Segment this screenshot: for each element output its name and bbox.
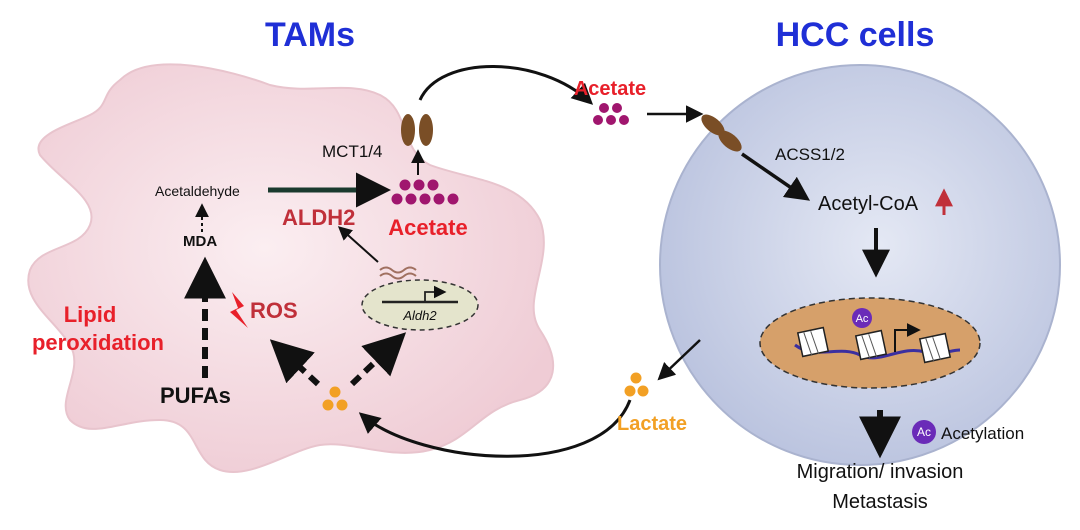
tams-title: TAMs xyxy=(265,16,355,54)
lactate-export-arrow xyxy=(657,339,701,381)
transcription-start-icon xyxy=(894,323,921,352)
pufas-label: PUFAs xyxy=(160,383,231,408)
mrna-icon xyxy=(379,266,417,274)
lactate-to-ros-arrow xyxy=(269,339,321,387)
mct-transporter xyxy=(401,114,433,146)
extracellular-acetate-dots xyxy=(593,103,629,125)
hcc-transporter xyxy=(701,114,742,152)
outcome-line-1: Migration/ invasion xyxy=(797,461,964,483)
mda-label: MDA xyxy=(183,233,217,250)
tam-cell-body xyxy=(27,63,554,473)
tam-acetate-dots xyxy=(391,179,459,205)
ac-mark-text: Ac xyxy=(856,313,869,325)
gene-to-aldh2-arrow xyxy=(337,226,379,263)
ros-label: ROS xyxy=(250,298,298,323)
acetyl-coa-label: Acetyl-CoA xyxy=(818,193,919,215)
mct-label: MCT1/4 xyxy=(322,142,382,161)
lipid-label-line1: Lipid xyxy=(64,302,117,327)
legend-ac-icon xyxy=(912,420,936,444)
nucleosome-2 xyxy=(854,329,888,361)
tam-lactate-dots xyxy=(322,386,348,411)
acss-reaction-arrow xyxy=(741,152,811,201)
ac-mark-icon xyxy=(852,308,872,328)
nucleosome-1 xyxy=(796,326,830,358)
legend-ac-badge: Ac xyxy=(917,425,931,439)
mrna-icon-2 xyxy=(379,272,417,280)
lactate-uptake-arrow xyxy=(358,399,632,458)
extracellular-lactate-label: Lactate xyxy=(617,413,687,435)
hcc-title: HCC cells xyxy=(776,16,935,54)
lipid-label-line2: peroxidation xyxy=(32,330,164,355)
acss-label: ACSS1/2 xyxy=(775,145,845,164)
outcome-line-2: Metastasis xyxy=(832,491,928,513)
acetaldehyde-label: Acetaldehyde xyxy=(155,183,240,199)
acetate-export-arrow xyxy=(418,65,594,105)
aldh2-promoter-icon xyxy=(424,285,447,302)
legend-label: Acetylation xyxy=(941,424,1024,443)
extracellular-acetate-label: Acetate xyxy=(574,78,646,100)
lactate-to-aldh2-gene-arrow xyxy=(349,332,407,387)
nucleosome-3 xyxy=(918,332,952,364)
tam-nucleus xyxy=(361,279,479,331)
aldh2-gene-label: Aldh2 xyxy=(402,308,437,323)
tam-acetate-label: Acetate xyxy=(388,215,467,240)
extracellular-lactate-dots xyxy=(624,372,649,397)
aldh2-enzyme-label: ALDH2 xyxy=(282,205,355,230)
